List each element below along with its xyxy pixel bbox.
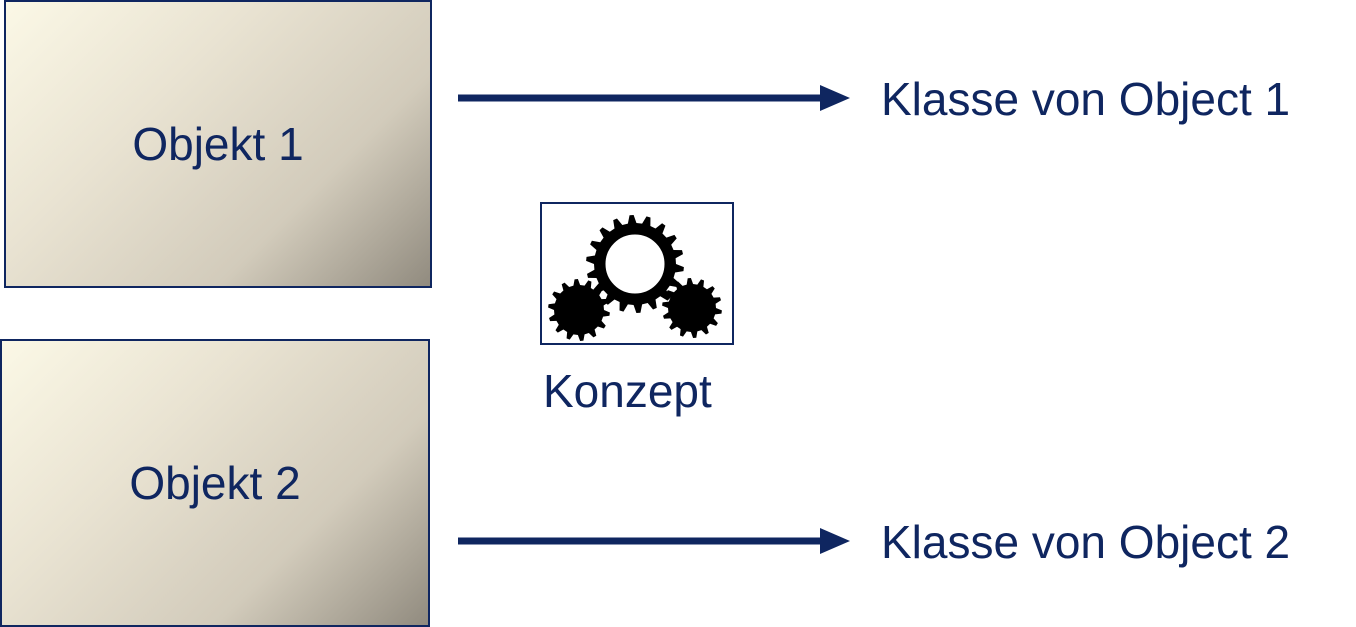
object-2-label: Objekt 2 [129, 457, 301, 509]
left-gear-icon [548, 279, 610, 341]
arrow-2 [458, 528, 850, 554]
object-1-box: Objekt 1 [4, 0, 432, 288]
gears-icon [548, 215, 722, 341]
object-2-box: Objekt 2 [0, 339, 430, 627]
class-1-label: Klasse von Object 1 [881, 73, 1291, 125]
concept-box [540, 202, 734, 345]
object-1-label: Objekt 1 [132, 118, 304, 170]
class-2-label: Klasse von Object 2 [881, 516, 1291, 568]
right-gear-icon [662, 278, 722, 338]
large-gear-icon [586, 215, 684, 313]
arrow-1 [458, 85, 850, 111]
concept-label: Konzept [543, 365, 712, 417]
